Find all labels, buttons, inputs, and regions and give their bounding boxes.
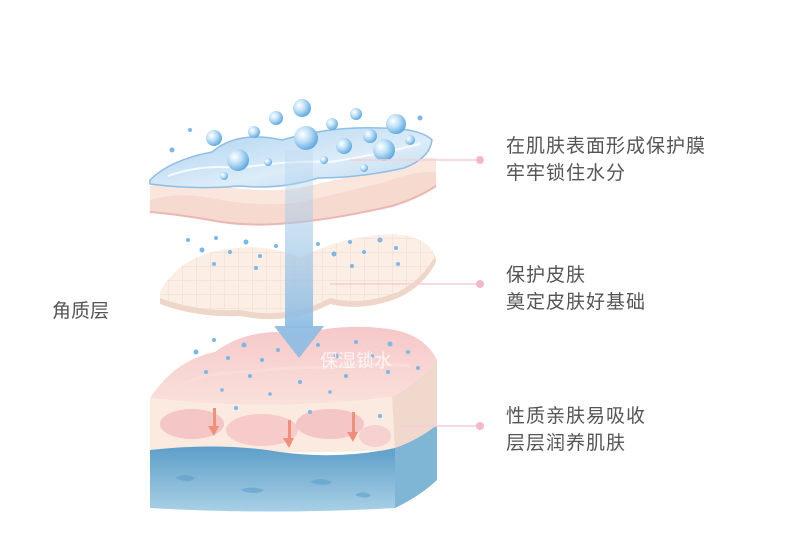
watermark-text: 保湿锁水 [320, 351, 392, 372]
callout-membrane: 在肌肤表面形成保护膜 牢牢锁住水分 [506, 133, 706, 187]
callout-absorb-line1: 性质亲肤易吸收 [506, 405, 647, 427]
pointer-1 [350, 156, 484, 164]
stratum-corneum-label: 角质层 [52, 300, 110, 322]
callout-absorb: 性质亲肤易吸收 层层润养肌肤 [506, 403, 646, 457]
skin-block [150, 326, 437, 512]
pointer-2 [330, 280, 484, 288]
callout-membrane-line1: 在肌肤表面形成保护膜 [506, 135, 707, 157]
absorption-arrow [274, 150, 324, 358]
callout-protect-line2: 奠定皮肤好基础 [506, 291, 647, 313]
water-bubbles [169, 99, 423, 180]
pointer-3 [400, 422, 484, 430]
callout-absorb-line2: 层层润养肌肤 [506, 432, 627, 454]
callout-protect: 保护皮肤 奠定皮肤好基础 [506, 262, 646, 316]
callout-protect-line1: 保护皮肤 [506, 264, 587, 286]
callout-membrane-line2: 牢牢锁住水分 [506, 162, 627, 184]
